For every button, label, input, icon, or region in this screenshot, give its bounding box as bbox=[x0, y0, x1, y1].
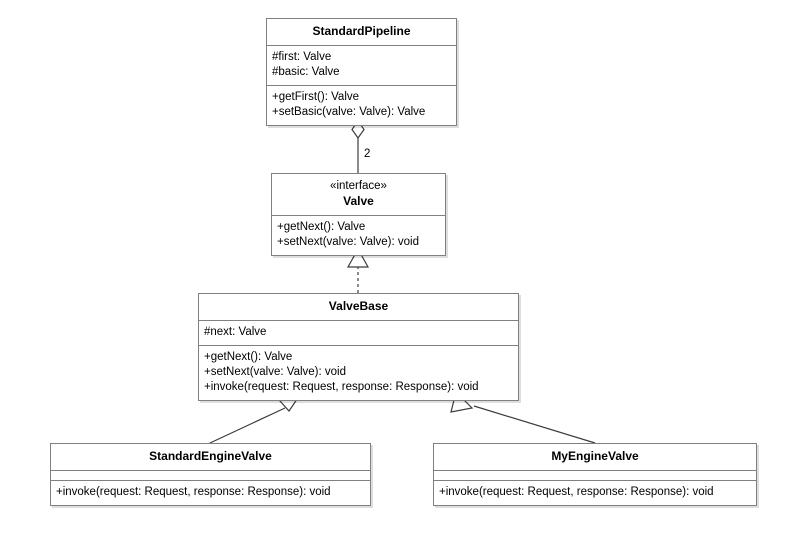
class-name-compartment: MyEngineValve bbox=[434, 444, 756, 470]
class-operations-compartment: +invoke(request: Request, response: Resp… bbox=[434, 480, 756, 505]
class-box-standard-engine-valve[interactable]: StandardEngineValve +invoke(request: Req… bbox=[50, 443, 371, 506]
class-name-compartment: StandardPipeline bbox=[267, 19, 456, 45]
class-title-standard-pipeline: StandardPipeline bbox=[312, 24, 411, 38]
class-title-standard-engine-valve: StandardEngineValve bbox=[149, 449, 272, 463]
class-attributes-compartment bbox=[51, 470, 370, 480]
operation-item: +invoke(request: Request, response: Resp… bbox=[204, 381, 479, 393]
class-attributes-compartment bbox=[434, 470, 756, 480]
operation-item: +setNext(valve: Valve): void bbox=[277, 236, 419, 248]
operation-item: +getFirst(): Valve bbox=[272, 91, 360, 103]
attribute-item: #basic: Valve bbox=[272, 66, 340, 78]
generalization-line-left bbox=[209, 407, 286, 444]
aggregation-edge-pipeline-valve bbox=[351, 119, 365, 173]
aggregation-multiplicity-label: 2 bbox=[364, 148, 371, 160]
class-attributes-compartment: #first: Valve #basic: Valve bbox=[267, 45, 456, 85]
class-attributes-compartment: #next: Valve bbox=[199, 320, 518, 345]
class-operations-compartment: +getFirst(): Valve +setBasic(valve: Valv… bbox=[267, 85, 456, 125]
operation-item: +setNext(valve: Valve): void bbox=[204, 366, 346, 378]
operation-item: +getNext(): Valve bbox=[277, 221, 366, 233]
class-stereotype-valve: «interface» bbox=[330, 180, 387, 192]
attribute-item: #first: Valve bbox=[272, 51, 332, 63]
class-name-compartment: «interface» Valve bbox=[272, 174, 445, 215]
class-title-valve: Valve bbox=[343, 194, 374, 208]
class-operations-compartment: +getNext(): Valve +setNext(valve: Valve)… bbox=[199, 345, 518, 400]
attribute-item: #next: Valve bbox=[204, 326, 267, 338]
generalization-line-right bbox=[473, 405, 596, 444]
class-title-valve-base: ValveBase bbox=[328, 299, 389, 313]
operation-item: +invoke(request: Request, response: Resp… bbox=[56, 486, 331, 498]
operation-item: +setBasic(valve: Valve): Valve bbox=[272, 106, 426, 118]
class-box-standard-pipeline[interactable]: StandardPipeline #first: Valve #basic: V… bbox=[266, 18, 457, 126]
class-operations-compartment: +invoke(request: Request, response: Resp… bbox=[51, 480, 370, 505]
class-box-valve-base[interactable]: ValveBase #next: Valve +getNext(): Valve… bbox=[198, 293, 519, 401]
class-name-compartment: ValveBase bbox=[199, 294, 518, 320]
operation-item: +getNext(): Valve bbox=[204, 351, 293, 363]
class-title-my-engine-valve: MyEngineValve bbox=[551, 449, 639, 463]
class-operations-compartment: +getNext(): Valve +setNext(valve: Valve)… bbox=[272, 215, 445, 255]
class-box-my-engine-valve[interactable]: MyEngineValve +invoke(request: Request, … bbox=[433, 443, 757, 506]
class-name-compartment: StandardEngineValve bbox=[51, 444, 370, 470]
operation-item: +invoke(request: Request, response: Resp… bbox=[439, 486, 714, 498]
class-box-valve[interactable]: «interface» Valve +getNext(): Valve +set… bbox=[271, 173, 446, 256]
